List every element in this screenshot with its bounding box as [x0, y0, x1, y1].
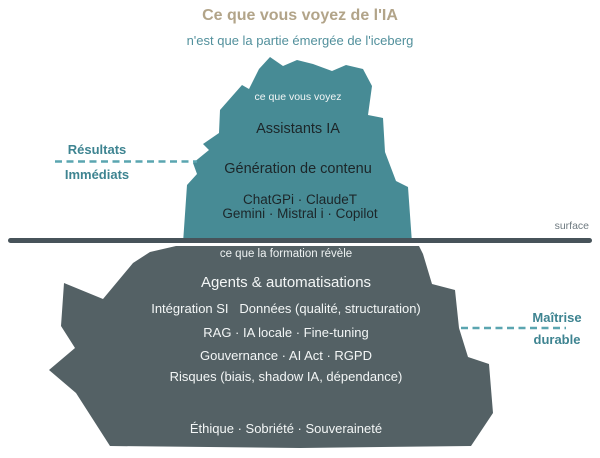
page-subtitle: n'est que la partie émergée de l'iceberg	[186, 33, 414, 48]
iceberg-above-water-shape	[183, 57, 412, 243]
above-tools-line-1: ChatGPi · ClaudeT	[242, 192, 358, 207]
above-item-assistants: Assistants IA	[256, 121, 340, 137]
surface-label: surface	[554, 220, 589, 232]
below-item-agents: Agents & automatisations	[200, 274, 372, 291]
above-item-generation: Génération de contenu	[224, 161, 372, 177]
below-item-rag: RAG · IA locale · Fine-tuning	[203, 325, 369, 340]
below-item-governance: Gouvernance · AI Act · RGPD	[200, 348, 372, 363]
above-tools-line-2: Gemini · Mistral i · Copilot	[222, 206, 378, 221]
below-item-ethics: Éthique · Sobriété · Souveraineté	[189, 421, 383, 436]
above-water-caption: ce que vous voyez	[254, 91, 342, 103]
left-callout-line-1: Résultats	[67, 142, 127, 157]
waterline-bar	[8, 238, 592, 243]
left-callout-line-2: Immédiats	[64, 167, 130, 182]
right-callout-line-1: Maîtrise	[532, 310, 582, 325]
below-item-integration-data: Intégration SI Données (qualité, structu…	[151, 301, 421, 316]
iceberg-below-water-shape	[49, 246, 493, 448]
right-callout-line-2: durable	[533, 332, 581, 347]
page-title: Ce que vous voyez de l'IA	[202, 7, 398, 24]
below-item-risks: Risques (biais, shadow IA, dépendance)	[169, 369, 403, 384]
below-water-caption: ce que la formation révèle	[219, 248, 353, 260]
